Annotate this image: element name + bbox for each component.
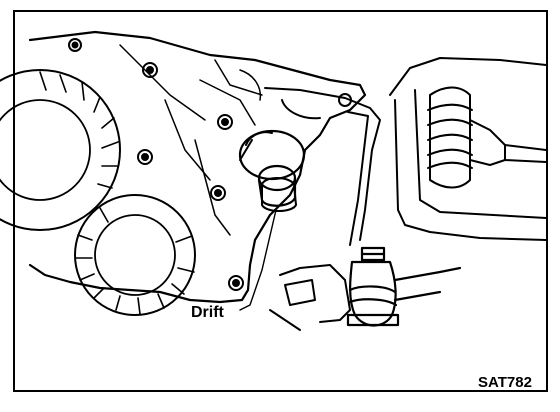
shift-bracket (264, 87, 381, 246)
bell-housing-outer (0, 69, 121, 231)
driveshaft-boot (427, 86, 547, 189)
bell-housing-inner (0, 99, 91, 201)
figure-border (13, 10, 548, 392)
lower-housing-inner (94, 214, 176, 296)
bell-housing-ribs (39, 71, 119, 189)
case-bolts (68, 38, 244, 291)
lower-housing-ribs (75, 207, 195, 315)
drift-callout-label: Drift (191, 304, 224, 321)
lower-housing-outer (74, 194, 196, 316)
ball-joint-boot (346, 246, 462, 327)
transaxle-case-outline (28, 30, 367, 304)
drift-leader-line (239, 209, 277, 311)
lower-clamp (269, 264, 351, 331)
case-ribbing (119, 44, 263, 236)
figure-code: SAT782 (478, 374, 532, 391)
drift-tool (239, 131, 297, 212)
right-housing (389, 57, 547, 241)
